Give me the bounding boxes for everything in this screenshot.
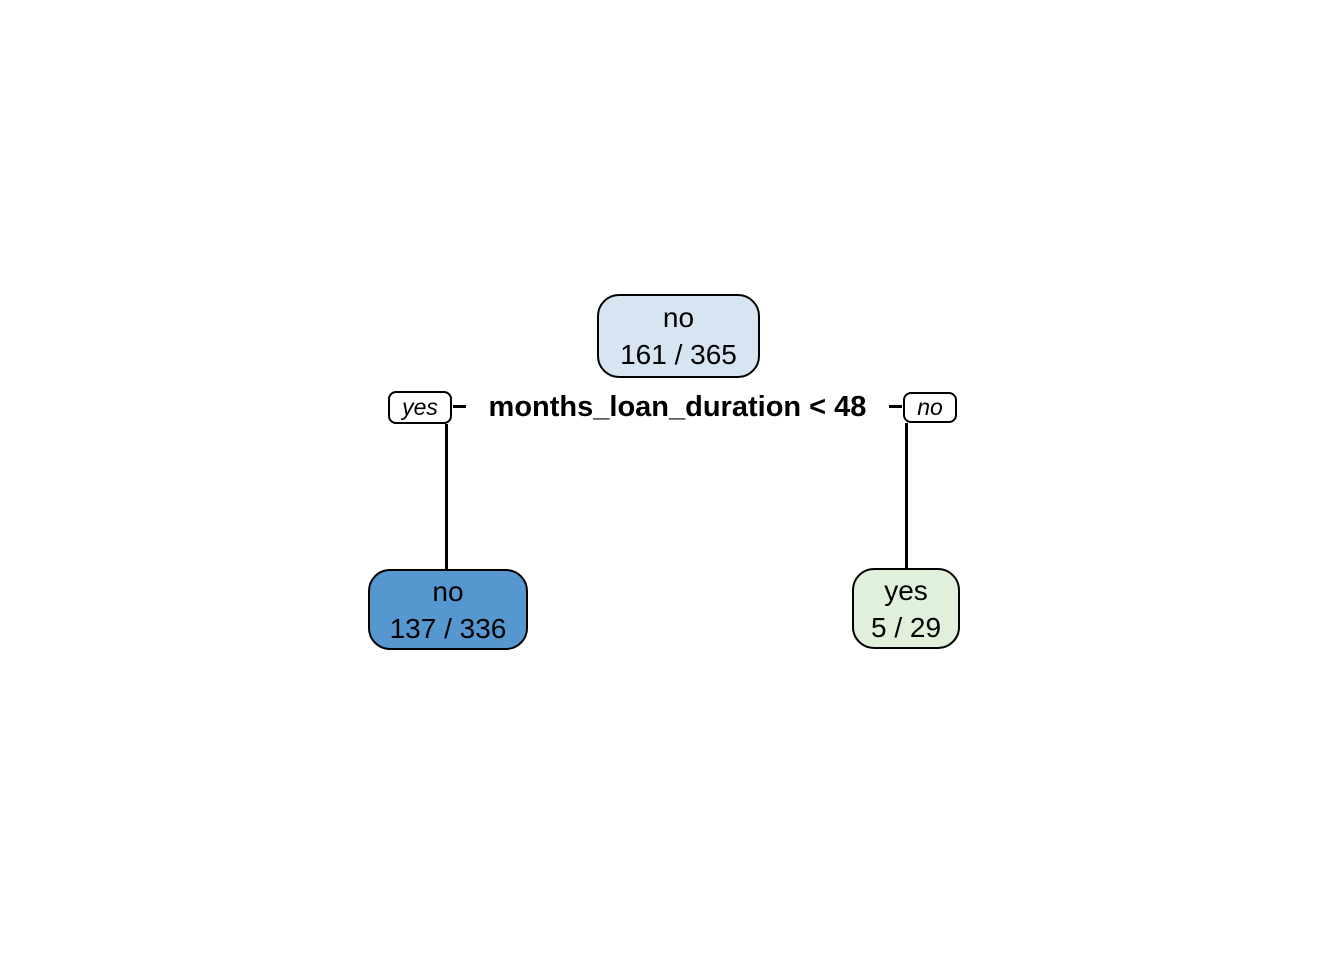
branch-tag-no: no — [903, 392, 957, 423]
tree-node-right-leaf: yes 5 / 29 — [852, 568, 960, 649]
tree-node-left-leaf: no 137 / 336 — [368, 569, 528, 650]
branch-tag-yes-label: yes — [402, 394, 438, 420]
right-leaf-count: 5 / 29 — [870, 611, 942, 643]
root-node-count: 161 / 365 — [620, 339, 737, 370]
branch-tag-yes: yes — [388, 391, 452, 424]
split-condition-label: months_loan_duration < 48 — [452, 390, 903, 424]
branch-tag-no-label: no — [917, 394, 943, 420]
root-node-class-label: no — [662, 302, 695, 333]
tree-node-root: no 161 / 365 — [597, 294, 760, 378]
split-condition-text: months_loan_duration < 48 — [488, 390, 867, 423]
edge-right-branch — [905, 423, 908, 569]
edge-left-branch — [445, 424, 448, 570]
right-leaf-class-label: yes — [884, 574, 928, 606]
left-leaf-class-label: no — [432, 575, 464, 607]
left-leaf-count: 137 / 336 — [389, 612, 507, 644]
edge-dash-right — [889, 405, 902, 408]
edge-dash-left — [453, 405, 466, 408]
